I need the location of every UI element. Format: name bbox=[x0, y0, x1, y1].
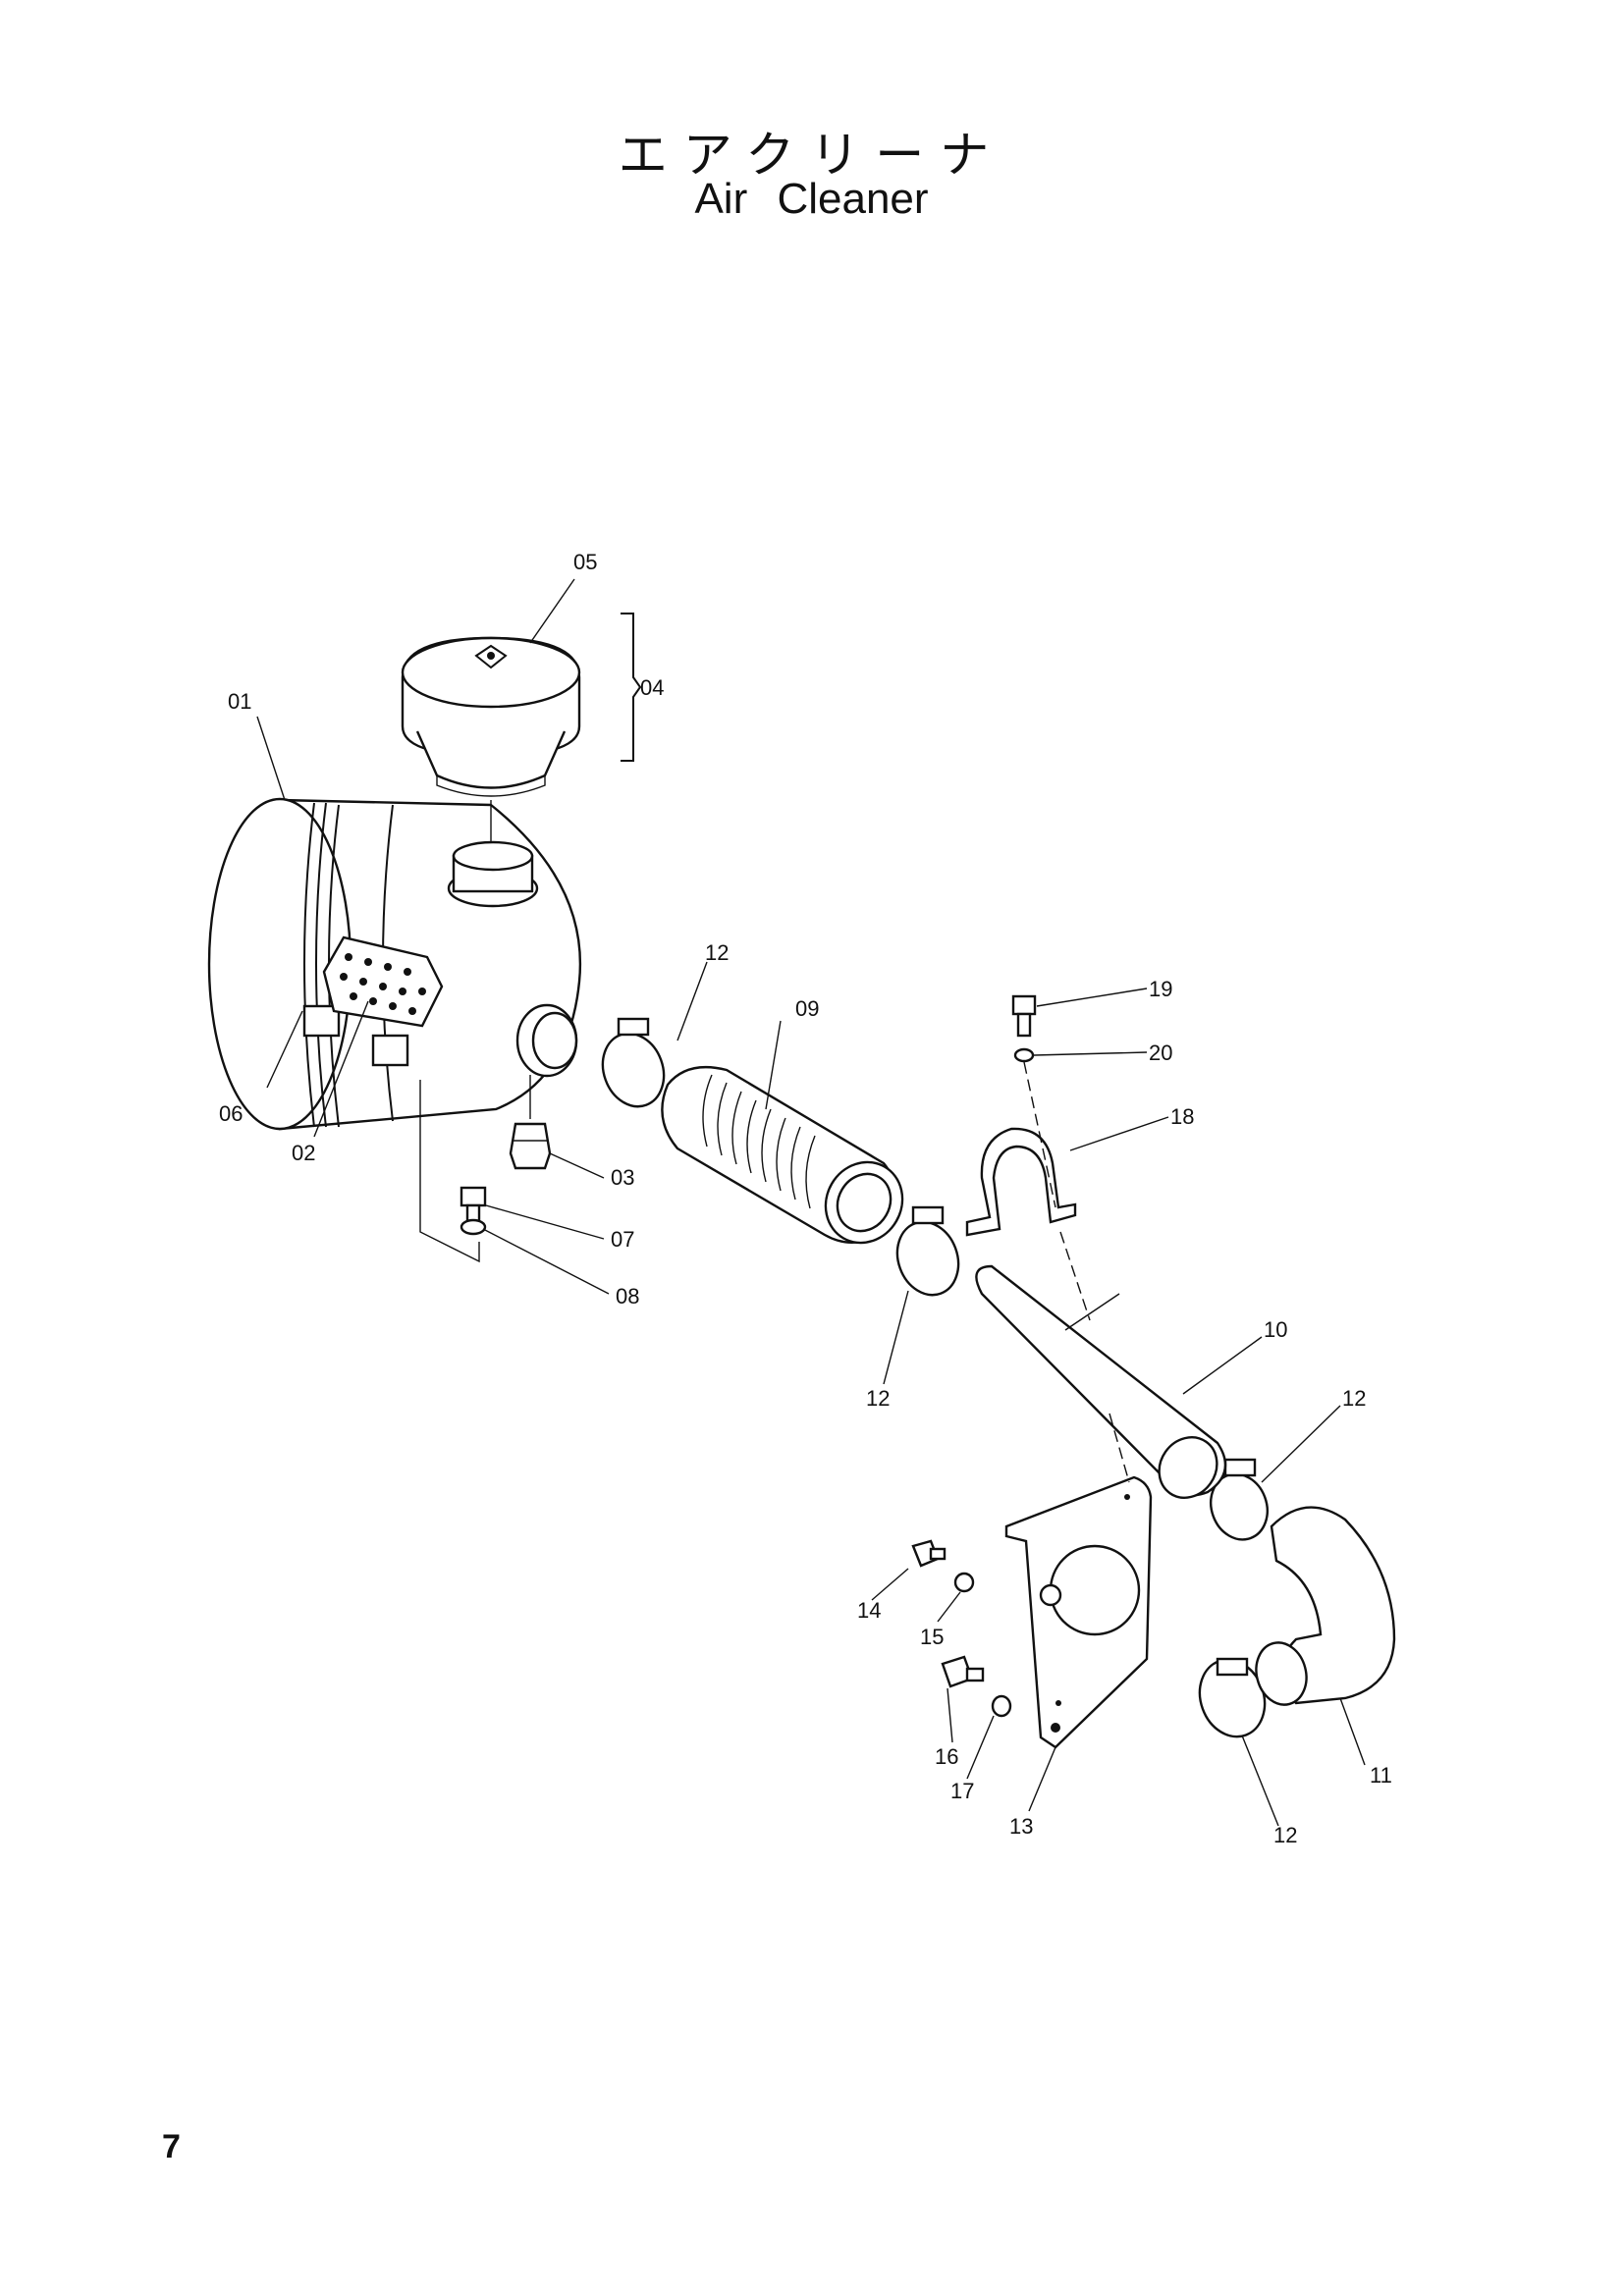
callout-labels: 01 02 03 04 05 06 07 08 09 10 11 12 12 1… bbox=[219, 550, 1392, 1847]
callout-17: 17 bbox=[950, 1779, 974, 1803]
title-japanese: エアクリーナ bbox=[618, 127, 1005, 184]
callout-04: 04 bbox=[640, 675, 664, 700]
bracket-bolts bbox=[911, 1539, 1012, 1718]
page-number: 7 bbox=[162, 2128, 181, 2165]
callout-09: 09 bbox=[795, 996, 819, 1021]
callout-05: 05 bbox=[573, 550, 597, 574]
flexible-hose bbox=[661, 1066, 904, 1245]
callout-18: 18 bbox=[1170, 1104, 1194, 1129]
u-clamp bbox=[965, 994, 1130, 1483]
callout-07: 07 bbox=[611, 1227, 634, 1252]
callout-12-upper-left: 12 bbox=[705, 940, 729, 965]
callout-12-middle: 12 bbox=[866, 1386, 890, 1411]
callout-14: 14 bbox=[857, 1598, 881, 1623]
callout-15: 15 bbox=[920, 1625, 944, 1649]
callout-08: 08 bbox=[616, 1284, 639, 1308]
drain-valve bbox=[509, 1075, 552, 1170]
callout-19: 19 bbox=[1149, 977, 1172, 1001]
callout-12-bottom: 12 bbox=[1273, 1823, 1297, 1847]
precleaner-cap bbox=[401, 613, 642, 842]
mounting-bracket bbox=[1004, 1475, 1153, 1749]
leader-lines bbox=[256, 578, 1366, 1827]
callout-02: 02 bbox=[292, 1141, 315, 1165]
indicator-plate bbox=[322, 935, 444, 1028]
callout-20: 20 bbox=[1149, 1041, 1172, 1065]
intake-tube bbox=[975, 1264, 1227, 1499]
callout-16: 16 bbox=[935, 1744, 958, 1769]
callout-10: 10 bbox=[1264, 1317, 1287, 1342]
callout-12-right: 12 bbox=[1342, 1386, 1366, 1411]
mounting-bolt bbox=[419, 1080, 487, 1263]
title-english: Air Cleaner bbox=[694, 175, 929, 223]
callout-13: 13 bbox=[1009, 1814, 1033, 1839]
callout-06: 06 bbox=[219, 1101, 243, 1126]
callout-01: 01 bbox=[228, 689, 251, 714]
elbow-hose bbox=[1255, 1506, 1396, 1706]
callout-03: 03 bbox=[611, 1165, 634, 1190]
callout-11: 11 bbox=[1370, 1763, 1392, 1788]
